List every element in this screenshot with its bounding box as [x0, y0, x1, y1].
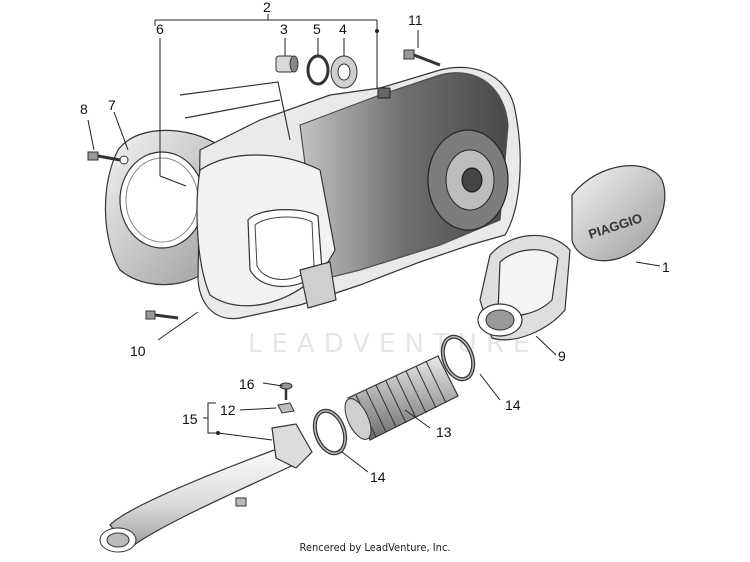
oring-5 [306, 54, 330, 86]
leader-7 [113, 111, 129, 151]
callout-14-upper: 14 [505, 397, 521, 413]
leader-1 [635, 261, 661, 267]
cover-badge-1: PIAGGIO [571, 165, 666, 262]
leader-8 [87, 119, 95, 151]
leader-14-lower [341, 451, 369, 473]
leader-10 [157, 311, 199, 341]
bellows-hose-13 [344, 355, 459, 441]
watermark-text: LEADVENTURE [248, 329, 538, 359]
leader-9 [535, 335, 557, 356]
callout-16: 16 [239, 376, 255, 392]
callout-11: 11 [408, 12, 423, 28]
callout-4: 4 [339, 21, 347, 37]
crankcase-cover [179, 66, 521, 320]
callout-2: 2 [263, 0, 271, 15]
callout-12: 12 [220, 402, 236, 418]
callout-15: 15 [182, 411, 198, 427]
callout-9: 9 [558, 348, 566, 364]
callout-3: 3 [280, 21, 288, 37]
callout-1: 1 [662, 259, 670, 275]
bolt-10 [145, 310, 179, 320]
callout-bracket-2 [154, 14, 379, 90]
footer-credit: Rencered by LeadVenture, Inc. [299, 541, 451, 554]
callout-14-lower: 14 [370, 469, 386, 485]
hose-clamp-14-lower [312, 408, 348, 456]
intake-duct-9 [477, 234, 571, 341]
callout-5: 5 [313, 21, 321, 37]
callout-bracket-15 [203, 382, 284, 441]
callout-6: 6 [156, 21, 164, 37]
bearing-4 [330, 55, 358, 89]
leader-14-upper [479, 373, 501, 401]
callout-10: 10 [130, 343, 146, 359]
bolt-8 [87, 151, 121, 162]
bushing-3 [275, 55, 299, 73]
intake-pipe-15 [99, 423, 313, 553]
callout-7: 7 [108, 97, 116, 113]
callout-8: 8 [80, 101, 88, 117]
callout-13: 13 [436, 424, 452, 440]
nut-12 [277, 402, 295, 414]
leader-6b [159, 175, 187, 187]
hose-clamp-14-upper [440, 334, 476, 382]
bolt-11 [403, 49, 441, 67]
leader-13 [404, 409, 431, 429]
